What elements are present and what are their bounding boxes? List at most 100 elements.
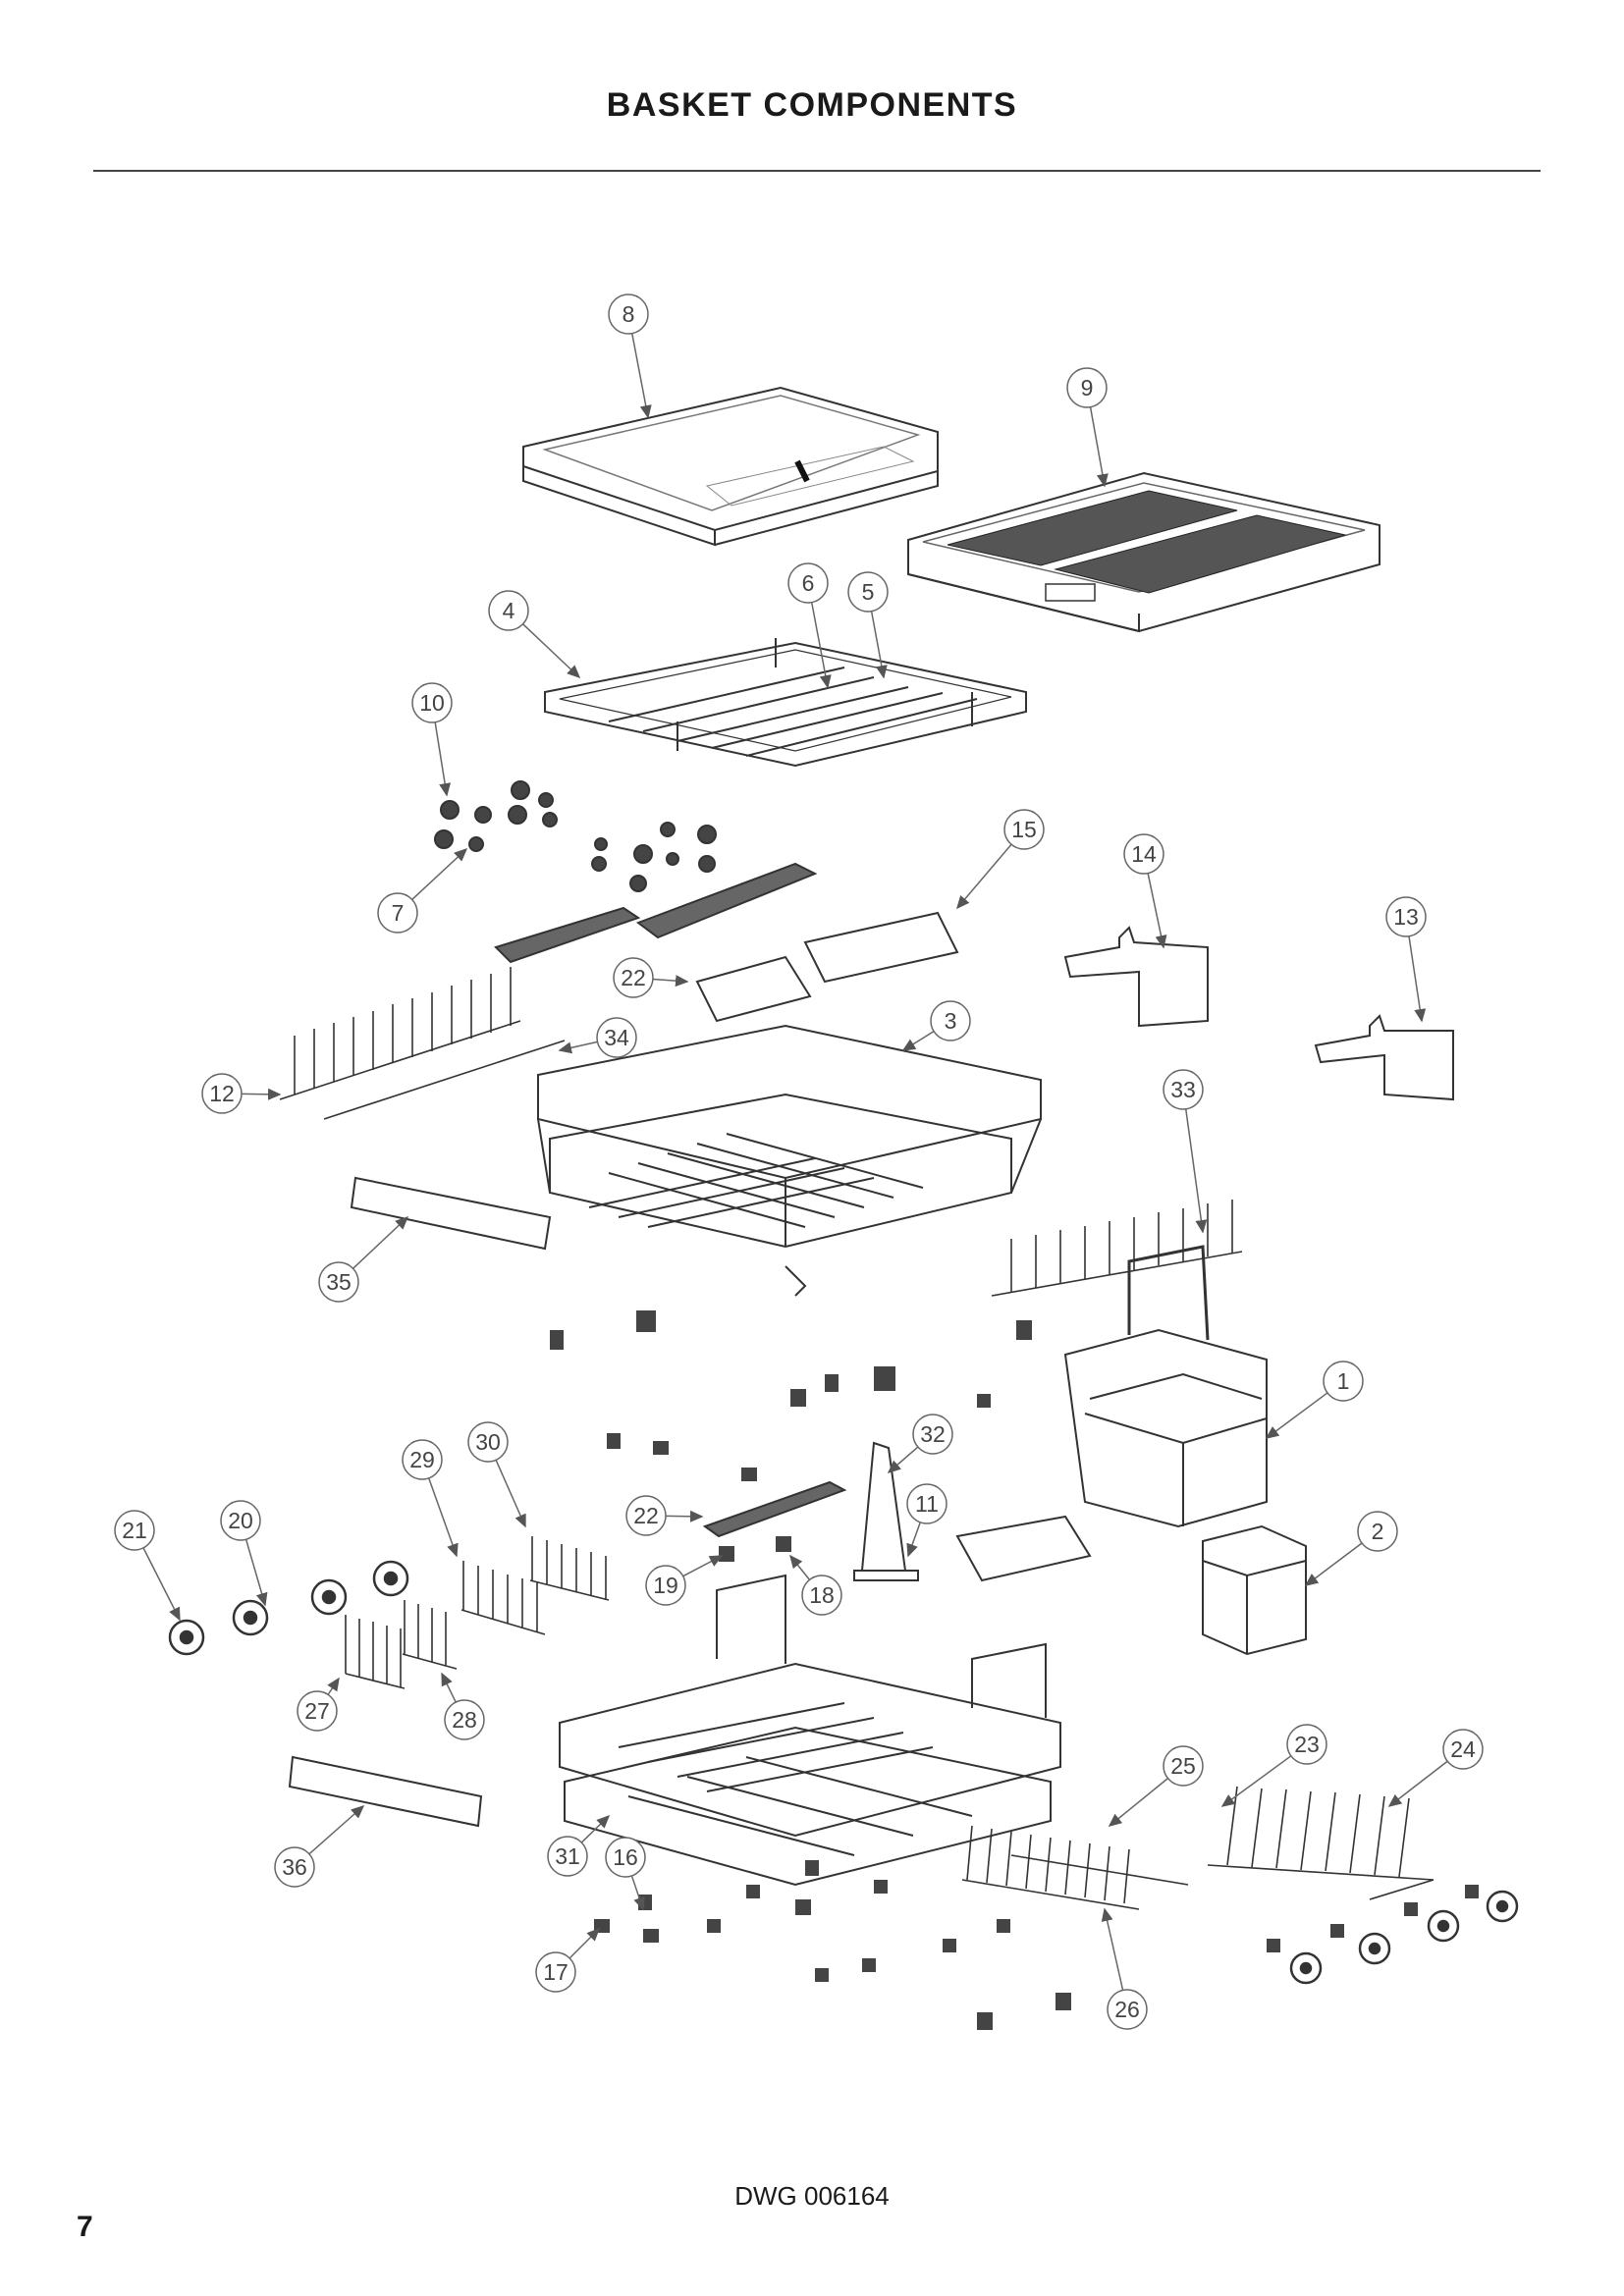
callout-circle	[377, 892, 418, 934]
callout-14: 14	[1123, 833, 1167, 949]
callout-36: 36	[274, 1805, 365, 1888]
leader-line	[142, 1547, 181, 1622]
leader-line	[244, 1538, 268, 1607]
leader-line	[580, 1814, 611, 1843]
part-22b-drawing	[702, 1480, 847, 1538]
callout-circle	[114, 1510, 155, 1551]
page-number: 7	[77, 2211, 93, 2243]
leader-line	[495, 1459, 526, 1528]
leader-line	[558, 1041, 598, 1054]
callout-label: 15	[1011, 817, 1037, 842]
callout-label: 7	[392, 900, 405, 926]
callout-label: 18	[809, 1582, 835, 1608]
part-4-5-6-drawing	[544, 638, 1027, 768]
leader-line	[241, 1088, 282, 1100]
tine-racks-drawing	[279, 967, 1243, 1297]
callout-circle	[1442, 1729, 1484, 1770]
callout-circle	[847, 571, 889, 613]
callout-label: 8	[623, 301, 635, 327]
leader-line	[810, 602, 832, 689]
callout-26: 26	[1101, 1907, 1148, 2030]
callout-circle	[1066, 367, 1108, 408]
callout-8: 8	[608, 294, 652, 419]
callout-label: 29	[409, 1447, 435, 1472]
callout-4: 4	[488, 590, 581, 679]
part-9-drawing	[907, 471, 1380, 633]
callout-11: 11	[906, 1483, 947, 1558]
callout-label: 20	[228, 1508, 253, 1533]
leader-line	[789, 1554, 811, 1580]
callout-19: 19	[645, 1555, 724, 1606]
leader-line	[568, 1927, 601, 1959]
part-8-drawing	[522, 386, 939, 547]
leader-line	[887, 1446, 919, 1473]
callout-21: 21	[114, 1510, 181, 1622]
callout-label: 23	[1294, 1732, 1320, 1757]
lower-tine-racks-drawing	[961, 1786, 1435, 1910]
callout-label: 5	[862, 579, 875, 605]
callout-circle	[488, 590, 529, 631]
callout-33: 33	[1163, 1069, 1208, 1234]
callout-label: 19	[653, 1573, 678, 1598]
callout-27: 27	[297, 1677, 340, 1732]
callout-label: 10	[419, 690, 445, 716]
leader-line	[901, 1030, 935, 1051]
callout-circle	[596, 1017, 637, 1058]
callout-24: 24	[1387, 1729, 1484, 1807]
callout-circle	[1107, 1989, 1148, 2030]
leader-line	[352, 1215, 409, 1269]
callout-label: 4	[503, 598, 515, 623]
callout-circle	[625, 1495, 667, 1536]
callout-20: 20	[220, 1500, 268, 1607]
callout-circle	[220, 1500, 261, 1541]
callout-17: 17	[535, 1927, 601, 1993]
leader-line	[631, 333, 652, 419]
callout-circle	[201, 1073, 243, 1114]
leader-line	[434, 721, 452, 797]
leader-line	[652, 975, 689, 988]
callout-label: 6	[802, 570, 815, 596]
callout-13: 13	[1385, 896, 1427, 1023]
callout-circle	[801, 1575, 842, 1616]
callout-label: 22	[621, 965, 646, 990]
callout-5: 5	[847, 571, 889, 679]
page-title: BASKET COMPONENTS	[606, 86, 1018, 124]
callout-29: 29	[402, 1439, 459, 1558]
callout-label: 36	[282, 1854, 307, 1880]
callout-label: 27	[304, 1698, 330, 1724]
callout-circle	[1385, 896, 1427, 937]
callout-circle	[645, 1565, 686, 1606]
leader-line	[1408, 935, 1427, 1023]
callout-circle	[608, 294, 649, 335]
parts-artwork	[168, 386, 1519, 2030]
callout-label: 16	[613, 1844, 638, 1870]
callout-22b: 22	[625, 1495, 704, 1536]
callout-circle	[912, 1414, 953, 1455]
callout-18: 18	[789, 1554, 842, 1616]
callout-circle	[444, 1699, 485, 1740]
leader-line	[1184, 1108, 1208, 1234]
callout-circle	[1003, 809, 1045, 850]
callout-10: 10	[411, 682, 453, 797]
wheels-drawing	[168, 1560, 1519, 1985]
leader-line	[1304, 1542, 1363, 1586]
callout-circle	[547, 1836, 588, 1877]
callout-label: 1	[1337, 1368, 1350, 1394]
callout-circle	[906, 1483, 947, 1524]
leader-line	[870, 611, 888, 679]
callout-circle	[787, 562, 829, 604]
callout-label: 35	[326, 1269, 352, 1295]
callout-16: 16	[605, 1837, 646, 1911]
callout-22a: 22	[613, 957, 689, 998]
callout-32: 32	[887, 1414, 953, 1473]
callout-12: 12	[201, 1073, 282, 1114]
leader-line	[1387, 1760, 1448, 1807]
leader-line	[665, 1510, 704, 1522]
callout-circle	[467, 1421, 509, 1463]
callout-circle	[535, 1951, 576, 1993]
callout-label: 17	[543, 1959, 568, 1985]
callout-label: 25	[1170, 1753, 1196, 1779]
callout-3: 3	[901, 1000, 971, 1051]
small-racks-drawing	[345, 1536, 610, 1689]
